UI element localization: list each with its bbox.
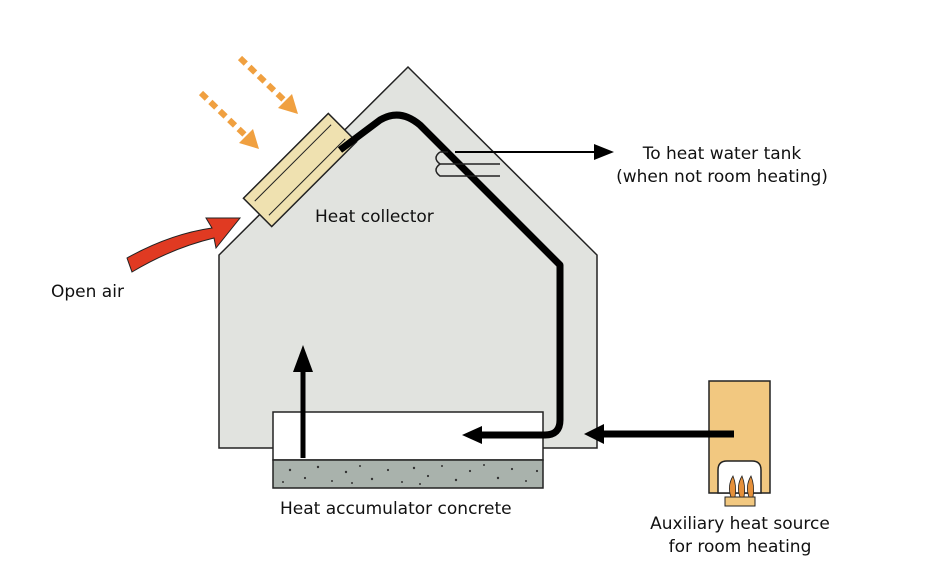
heat-exchanger-coil (435, 151, 500, 177)
to-heat-water-tank-label: To heat water tank (when not room heatin… (592, 144, 852, 187)
aux-line-2: for room heating (668, 537, 812, 557)
auxiliary-heat-source-label: Auxiliary heat source for room heating (620, 514, 860, 557)
aux-line-1: Auxiliary heat source (650, 514, 830, 534)
heat-collector-label: Heat collector (315, 207, 434, 227)
heat-collector (242, 112, 358, 228)
air-duct-pipe (337, 111, 564, 439)
flame-icon (724, 475, 756, 507)
sun-ray-arrows (198, 55, 298, 149)
concrete-speckles (282, 464, 539, 485)
concrete-slab (272, 459, 544, 489)
open-air-label: Open air (51, 282, 124, 302)
house-outline (218, 65, 598, 449)
auxiliary-arrowhead (584, 424, 604, 444)
duct-arrowhead (462, 426, 482, 444)
to-tank-line-2: (when not room heating) (616, 167, 828, 187)
tank-arrowhead (594, 144, 614, 160)
open-air-arrow (126, 217, 242, 273)
rising-heat-arrowhead (293, 345, 313, 372)
accumulator-label: Heat accumulator concrete (280, 499, 512, 519)
to-tank-line-1: To heat water tank (642, 144, 802, 164)
